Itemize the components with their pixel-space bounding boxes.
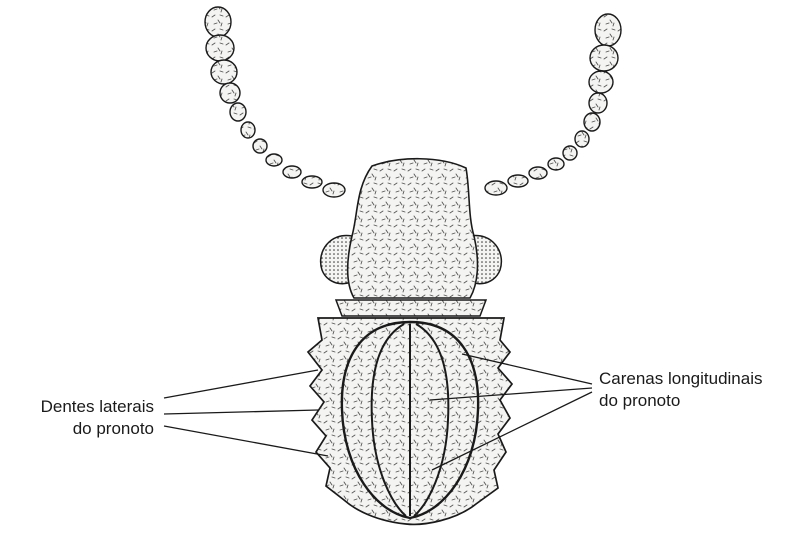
head bbox=[348, 159, 478, 298]
left-leader-lines bbox=[164, 370, 328, 456]
left-annotation-line1: Dentes laterais bbox=[6, 396, 154, 418]
right-annotation: Carenas longitudinais do pronoto bbox=[599, 368, 805, 412]
left-antenna bbox=[205, 7, 345, 197]
neck bbox=[336, 300, 486, 316]
right-annotation-line1: Carenas longitudinais bbox=[599, 368, 805, 390]
right-antenna bbox=[485, 14, 621, 195]
left-annotation-line2: do pronoto bbox=[6, 418, 154, 440]
right-annotation-line2: do pronoto bbox=[599, 390, 805, 412]
left-annotation: Dentes laterais do pronoto bbox=[6, 396, 154, 440]
